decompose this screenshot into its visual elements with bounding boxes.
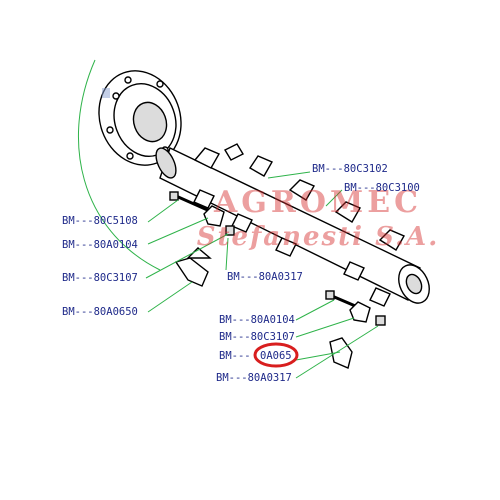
flange-hub: [98, 70, 182, 166]
label-bm-80c5108: BM---80C5108: [62, 215, 138, 227]
label-bm-80a0104-left: BM---80A0104: [62, 239, 138, 251]
label-bm-80a0317-mid: BM---80A0317: [227, 271, 303, 283]
leader-curve-left: [78, 59, 161, 271]
leader-lines: [145, 171, 379, 379]
label-bm-80c3107-left: BM---80C3107: [62, 272, 138, 284]
watermark-line2: Stefanesti S.A.: [197, 222, 440, 252]
highlight-circle: [253, 342, 299, 368]
left-hardware-group: [169, 191, 235, 287]
label-bm-80c3100: BM---80C3100: [344, 182, 420, 194]
label-bm-80a0650: BM---80A0650: [62, 306, 138, 318]
label-bm-80a0104-right: BM---80A0104: [219, 314, 295, 326]
label-bm-80c3102: BM---80C3102: [312, 163, 388, 175]
rotor-shaft: [155, 143, 430, 307]
label-bm-80c3107-right: BM---80C3107: [219, 331, 295, 343]
label-bm-80a0317-bottom: BM---80A0317: [216, 372, 292, 384]
watermark-line1: AGROMEC: [213, 185, 422, 220]
label-bm-prefix-highlighted: BM---: [219, 350, 251, 362]
label-highlighted-suffix: 0A065: [260, 350, 292, 362]
